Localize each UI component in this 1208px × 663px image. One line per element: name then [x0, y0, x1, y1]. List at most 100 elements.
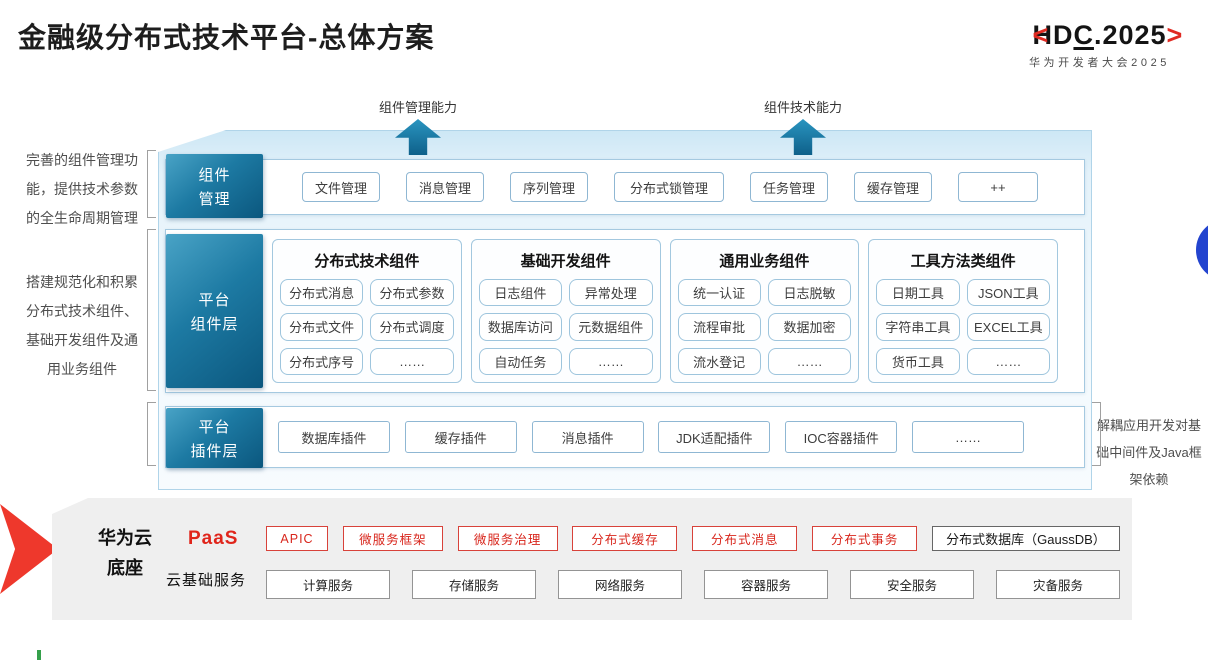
plugin-box: JDK适配插件 — [658, 421, 771, 453]
layer-label-line: 组件 — [198, 166, 231, 184]
component-box: 分布式参数 — [370, 279, 454, 307]
component-box: ++ — [958, 172, 1038, 202]
component-box: 日志组件 — [478, 279, 563, 307]
layer-label-platform-plugins: 平台 插件层 — [166, 408, 263, 468]
cloud-service-box: 网络服务 — [558, 570, 682, 599]
cloud-service-box: 安全服务 — [850, 570, 974, 599]
component-box: 元数据组件 — [569, 313, 653, 341]
cloud-service-box: 容器服务 — [704, 570, 828, 599]
plugin-box: IOC容器插件 — [785, 421, 898, 453]
column-header: 基础开发组件 — [520, 253, 611, 270]
layer-label-line: 管理 — [198, 190, 231, 208]
capability-arrow-right: 组件技术能力 — [748, 97, 858, 155]
component-box: …… — [966, 347, 1050, 375]
foundation-label: 华为云 底座 — [80, 523, 170, 583]
component-box: 数据加密 — [767, 313, 852, 341]
arrow-left-label: 组件管理能力 — [378, 100, 457, 115]
logo-subtitle: 华为开发者大会2025 — [1028, 57, 1171, 69]
component-box: 缓存管理 — [854, 172, 932, 202]
hdc-logo: <HDC.2025> 华为开发者大会2025 — [997, 20, 1202, 70]
component-box: 分布式序号 — [280, 347, 364, 375]
layer-label-line: 平台 — [198, 418, 231, 436]
paas-box: APIC — [266, 526, 328, 551]
bracket-icon — [147, 150, 156, 218]
logo-text-post: .2025 — [1093, 20, 1167, 50]
foundation-label-line: 华为云 — [98, 528, 152, 548]
arrow-right-label: 组件技术能力 — [763, 100, 842, 115]
component-box: 异常处理 — [569, 279, 653, 307]
paas-database-box: 分布式数据库（GaussDB） — [931, 526, 1120, 551]
component-box: …… — [767, 347, 852, 375]
bracket-icon — [147, 229, 156, 391]
layer-label-line: 组件层 — [190, 315, 239, 333]
component-box: 任务管理 — [750, 172, 828, 202]
paas-box: 分布式事务 — [812, 526, 918, 551]
paas-box: 分布式消息 — [692, 526, 798, 551]
column-grid: 日期工具 JSON工具 字符串工具 EXCEL工具 货币工具 …… — [876, 279, 1050, 375]
foundation-label-line: 底座 — [107, 558, 143, 578]
up-arrow-icon — [780, 119, 826, 155]
cloud-service-box: 存储服务 — [412, 570, 536, 599]
cloud-services-row: 计算服务 存储服务 网络服务 容器服务 安全服务 灾备服务 — [266, 570, 1120, 599]
blue-circle-decoration — [1196, 219, 1208, 281]
layer-label-line: 平台 — [198, 291, 231, 309]
component-box: 分布式调度 — [370, 313, 454, 341]
column-header: 分布式技术组件 — [314, 253, 420, 270]
component-box: 自动任务 — [478, 347, 563, 375]
component-box: 分布式消息 — [280, 279, 364, 307]
component-box: …… — [569, 347, 653, 375]
cloud-services-label: 云基础服务 — [166, 572, 247, 589]
component-box: 流程审批 — [677, 313, 761, 341]
red-chevron-icon — [0, 504, 58, 594]
paas-label: PaaS — [188, 528, 239, 549]
green-mark-decoration — [37, 650, 41, 660]
component-column-tools: 工具方法类组件 日期工具 JSON工具 字符串工具 EXCEL工具 货币工具 …… — [868, 239, 1058, 383]
column-grid: 分布式消息 分布式参数 分布式文件 分布式调度 分布式序号 …… — [280, 279, 454, 375]
plugin-box: 缓存插件 — [404, 421, 517, 453]
platform-diagram: 组件 管理 文件管理 消息管理 序列管理 分布式锁管理 任务管理 缓存管理 ++… — [158, 130, 1092, 490]
plugin-box: …… — [911, 421, 1024, 453]
component-box: 日期工具 — [876, 279, 960, 307]
component-box: 数据库访问 — [478, 313, 563, 341]
logo-right-bracket-icon: > — [1166, 20, 1184, 50]
column-header: 工具方法类组件 — [910, 253, 1016, 270]
note-decoupling: 解耦应用开发对基础中间件及Java框架依赖 — [1096, 418, 1202, 487]
paas-box: 分布式缓存 — [572, 526, 678, 551]
up-arrow-icon — [395, 119, 441, 155]
hdc-logo-text: <HDC.2025> — [997, 20, 1202, 51]
component-box: 分布式锁管理 — [614, 172, 724, 202]
bracket-icon — [147, 402, 156, 466]
component-box: …… — [370, 347, 454, 375]
component-mgmt-row: 文件管理 消息管理 序列管理 分布式锁管理 任务管理 缓存管理 ++ — [165, 159, 1085, 215]
column-grid: 日志组件 异常处理 数据库访问 元数据组件 自动任务 …… — [478, 279, 653, 375]
component-box: 消息管理 — [406, 172, 484, 202]
platform-plugins-row: 数据库插件 缓存插件 消息插件 JDK适配插件 IOC容器插件 …… — [165, 406, 1085, 468]
component-box: 统一认证 — [677, 279, 761, 307]
component-column-distributed: 分布式技术组件 分布式消息 分布式参数 分布式文件 分布式调度 分布式序号 …… — [272, 239, 462, 383]
cloud-service-box: 灾备服务 — [996, 570, 1120, 599]
logo-text-c: C — [1073, 20, 1094, 50]
logo-text-pre: HD — [1032, 20, 1074, 50]
bracket-icon — [1092, 402, 1101, 466]
component-box: JSON工具 — [966, 279, 1050, 307]
paas-box: 微服务治理 — [457, 526, 558, 551]
component-box: 流水登记 — [677, 347, 761, 375]
component-box: 序列管理 — [510, 172, 588, 202]
layer-label-component-mgmt: 组件 管理 — [166, 154, 263, 218]
column-header: 通用业务组件 — [719, 253, 810, 270]
component-box: 日志脱敏 — [767, 279, 852, 307]
page-title: 金融级分布式技术平台-总体方案 — [18, 22, 435, 53]
note-component-management: 完善的组件管理功能，提供技术参数的全生命周期管理 — [26, 152, 138, 226]
cloud-service-box: 计算服务 — [266, 570, 390, 599]
layer-label-line: 插件层 — [190, 442, 239, 460]
component-box: 字符串工具 — [876, 313, 960, 341]
logo-left-bracket-icon: < — [1032, 20, 1050, 50]
platform-components-row: 分布式技术组件 分布式消息 分布式参数 分布式文件 分布式调度 分布式序号 ……… — [165, 229, 1085, 393]
plugin-box: 数据库插件 — [278, 421, 390, 453]
component-box: 文件管理 — [302, 172, 380, 202]
paas-box: 微服务框架 — [342, 526, 443, 551]
component-column-business: 通用业务组件 统一认证 日志脱敏 流程审批 数据加密 流水登记 …… — [669, 239, 860, 383]
component-box: 分布式文件 — [280, 313, 364, 341]
plugin-box: 消息插件 — [531, 421, 644, 453]
